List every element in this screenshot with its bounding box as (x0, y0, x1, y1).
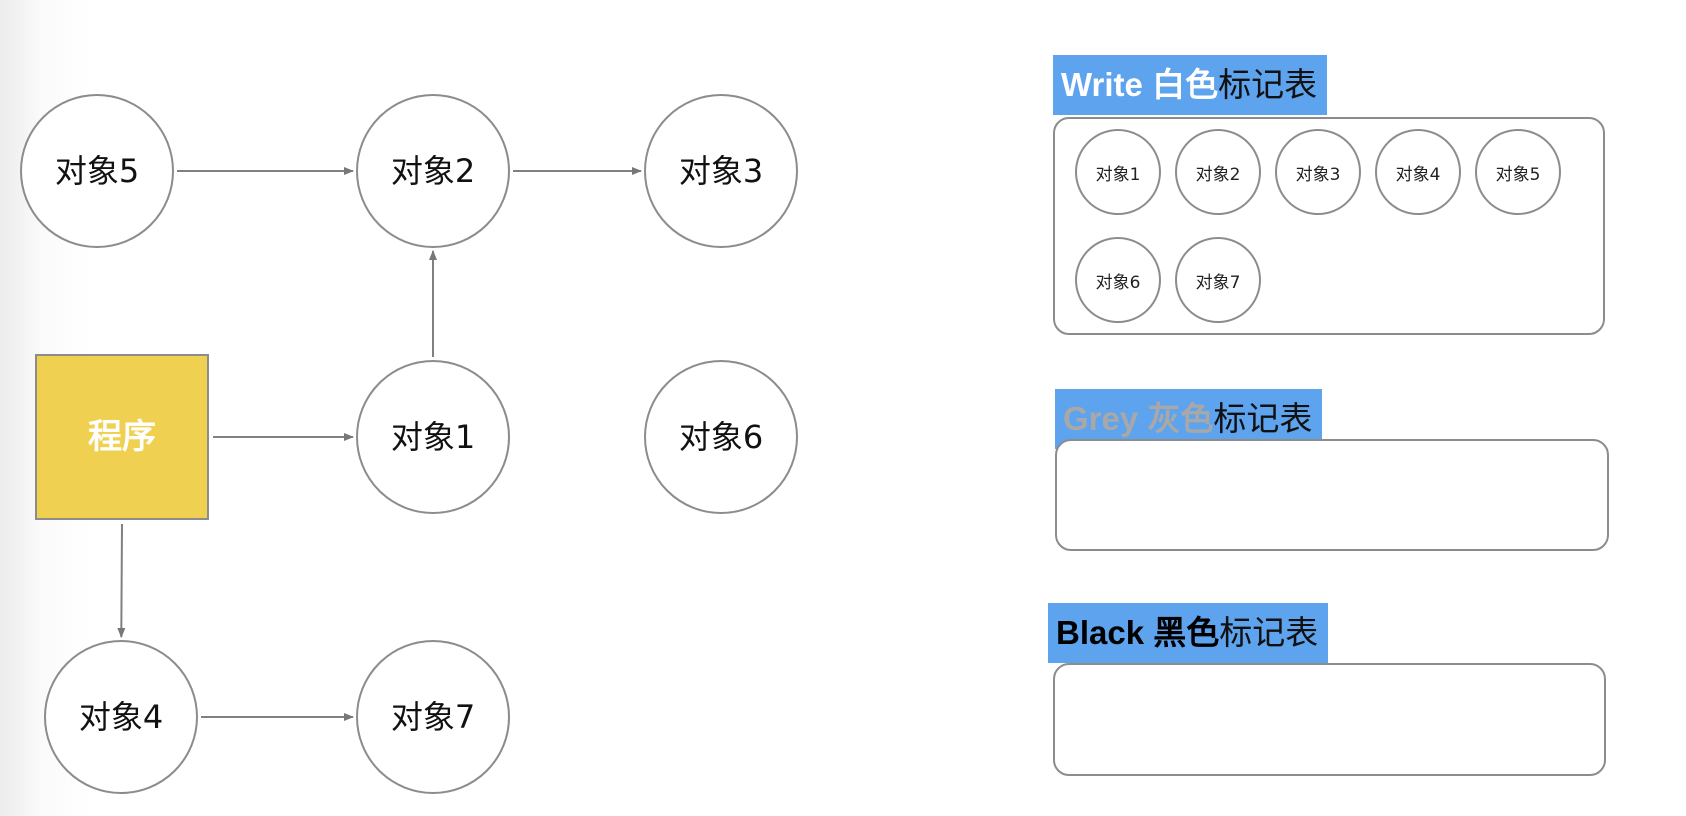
node-obj1: 对象1 (356, 360, 510, 514)
white-mark-item: 对象5 (1475, 129, 1561, 215)
grey-mark-table (1055, 439, 1609, 551)
white-mark-panel-title: Write 白色标记表 (1053, 55, 1328, 115)
node-obj4: 对象4 (44, 640, 198, 794)
grey-mark-panel: Grey 灰色标记表 (1053, 389, 1613, 553)
nodes: 程序 对象5 对象2 对象3 对象1 对象6 对象4 对象7 (20, 94, 798, 794)
black-title-color-word: 黑色 (1153, 613, 1220, 652)
reference-graph: 程序 对象5 对象2 对象3 对象1 对象6 对象4 对象7 (20, 94, 798, 794)
node-obj6: 对象6 (644, 360, 798, 514)
node-obj7: 对象7 (356, 640, 510, 794)
node-circle-obj3 (644, 94, 798, 248)
black-title-suffix: 标记表 (1219, 613, 1319, 652)
edge-program-to-obj4 (117, 523, 126, 639)
node-label-obj6: 对象6 (679, 418, 763, 456)
node-label-obj4: 对象4 (79, 698, 163, 736)
node-circle-obj4 (44, 640, 198, 794)
black-title-en: Black (1056, 614, 1145, 651)
node-label-obj1: 对象1 (391, 418, 475, 456)
grey-title-en: Grey (1063, 400, 1139, 437)
white-title-en: Write (1061, 66, 1143, 103)
node-circle-obj5 (20, 94, 174, 248)
white-mark-item: 对象3 (1275, 129, 1361, 215)
node-obj5: 对象5 (20, 94, 174, 248)
program-node: 程序 (35, 354, 209, 520)
white-title-suffix: 标记表 (1218, 65, 1318, 104)
node-circle-obj1 (356, 360, 510, 514)
node-obj3: 对象3 (644, 94, 798, 248)
white-mark-item: 对象2 (1175, 129, 1261, 215)
black-mark-panel-title: Black 黑色标记表 (1048, 603, 1329, 663)
black-mark-table (1053, 663, 1606, 776)
grey-title-color-word: 灰色 (1147, 399, 1214, 438)
white-mark-item: 对象1 (1075, 129, 1161, 215)
node-label-obj2: 对象2 (391, 152, 475, 190)
grey-title-suffix: 标记表 (1213, 399, 1313, 438)
edges (117, 167, 642, 721)
node-label-obj7: 对象7 (391, 698, 475, 736)
node-circle-obj6 (644, 360, 798, 514)
white-mark-item: 对象7 (1175, 237, 1261, 323)
node-label-obj5: 对象5 (55, 152, 139, 190)
node-label-obj3: 对象3 (679, 152, 763, 190)
node-circle-obj7 (356, 640, 510, 794)
white-title-color-word: 白色 (1152, 65, 1219, 104)
white-mark-item: 对象4 (1375, 129, 1461, 215)
black-mark-panel: Black 黑色标记表 (1048, 603, 1613, 776)
white-mark-item: 对象6 (1075, 237, 1161, 323)
node-obj2: 对象2 (356, 94, 510, 248)
node-circle-obj2 (356, 94, 510, 248)
program-box (35, 354, 209, 520)
program-label: 程序 (88, 417, 156, 457)
